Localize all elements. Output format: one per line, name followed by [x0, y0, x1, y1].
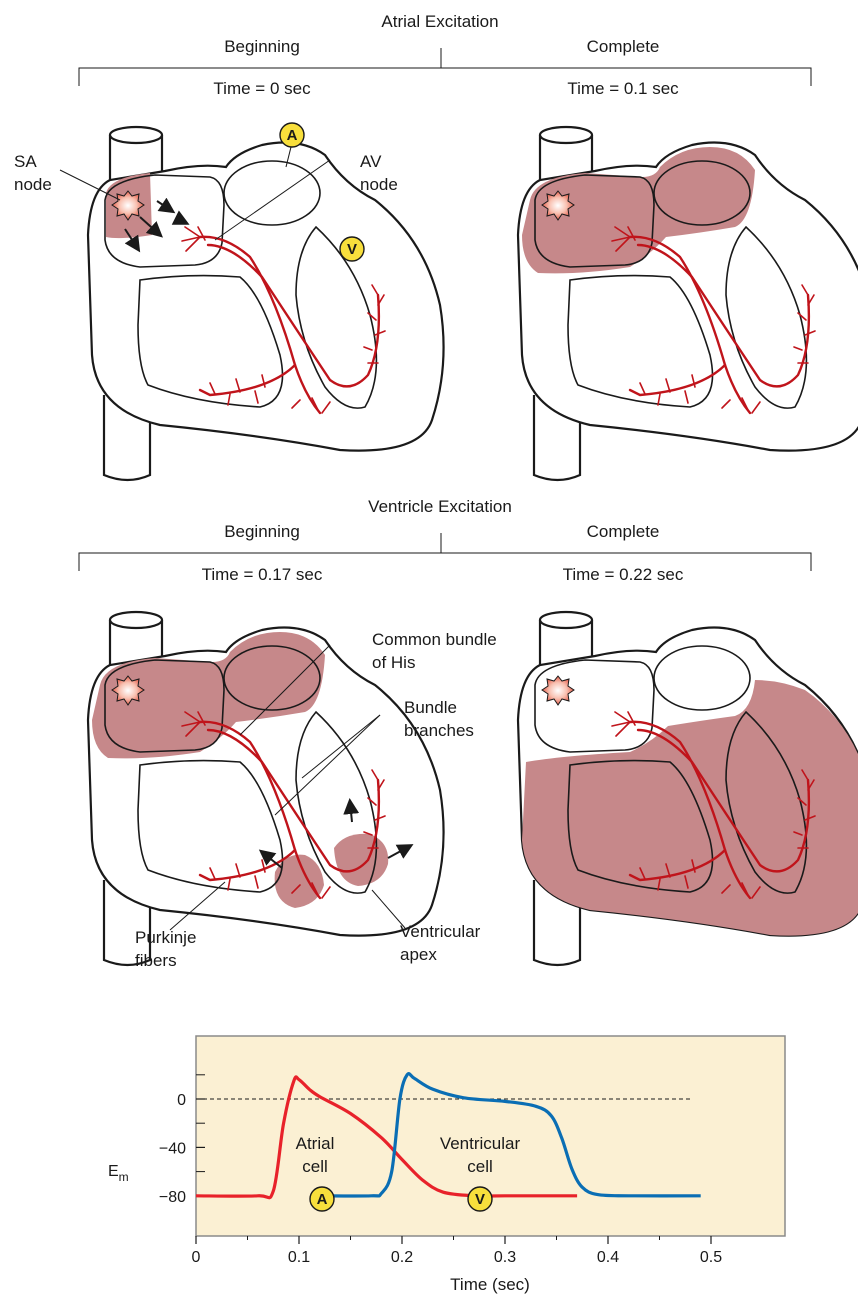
apex-label-line1: Ventricular	[400, 922, 481, 941]
sa-node-icon	[542, 676, 574, 705]
badge-a: A	[280, 123, 304, 147]
atrial-section-title: Atrial Excitation	[381, 12, 498, 31]
atrial-cell-label-line2: cell	[302, 1157, 328, 1176]
ventricle-bracket	[79, 533, 811, 571]
x-tick-label: 0.1	[288, 1249, 310, 1266]
ventricle-left-stage: Beginning	[224, 522, 300, 541]
svg-text:V: V	[475, 1191, 485, 1208]
svg-text:A: A	[287, 127, 298, 144]
x-tick-label: 0.3	[494, 1249, 516, 1266]
y-tick-label: 0	[177, 1092, 186, 1109]
y-axis-label: Em	[108, 1163, 129, 1184]
svg-text:A: A	[317, 1191, 328, 1208]
badge-v: V	[340, 237, 364, 261]
atrial-left-stage: Beginning	[224, 37, 300, 56]
ventricle-right-stage: Complete	[587, 522, 660, 541]
his-label-line1: Common bundle	[372, 630, 497, 649]
heart-ventricle-complete	[518, 612, 858, 965]
membrane-potential-chart: 0 0.1 0.2 0.3 0.4 0.5 0 −40 −80 Atrial cell A Ve…	[108, 1036, 785, 1294]
ventricle-left-time: Time = 0.17 sec	[202, 565, 323, 584]
heart-atrial-complete	[518, 127, 858, 480]
x-tick-label: 0.2	[391, 1249, 413, 1266]
atrial-bracket	[79, 48, 811, 86]
x-tick-label: 0.4	[597, 1249, 619, 1266]
his-label-line2: of His	[372, 653, 415, 672]
sa-node-icon	[112, 191, 144, 220]
sa-node-icon	[542, 191, 574, 220]
y-tick-label: −40	[159, 1140, 186, 1157]
x-tick-label: 0.5	[700, 1249, 722, 1266]
y-axis-label-subscript: m	[119, 1170, 129, 1184]
atrial-cell-label-line1: Atrial	[296, 1134, 335, 1153]
ventricle-right-time: Time = 0.22 sec	[563, 565, 684, 584]
svg-text:V: V	[347, 241, 357, 258]
ventricular-cell-badge: V	[468, 1187, 492, 1211]
atrial-left-time: Time = 0 sec	[213, 79, 311, 98]
ventricular-cell-label-line1: Ventricular	[440, 1134, 521, 1153]
ventricle-section-title: Ventricle Excitation	[368, 497, 512, 516]
purkinje-label-line1: Purkinje	[135, 928, 196, 947]
apex-label-line2: apex	[400, 945, 437, 964]
y-axis-label-main: E	[108, 1163, 119, 1180]
av-node-label-line1: AV	[360, 152, 382, 171]
sa-node-icon	[112, 676, 144, 705]
atrial-right-stage: Complete	[587, 37, 660, 56]
y-tick-label: −80	[159, 1189, 186, 1206]
branches-label-line2: branches	[404, 721, 474, 740]
sa-node-label-line1: SA	[14, 152, 37, 171]
branches-label-line1: Bundle	[404, 698, 457, 717]
x-tick-label: 0	[192, 1249, 201, 1266]
x-axis-label: Time (sec)	[450, 1275, 530, 1294]
purkinje-label-line2: fibers	[135, 951, 177, 970]
av-node-label-line2: node	[360, 175, 398, 194]
ventricular-cell-label-line2: cell	[467, 1157, 493, 1176]
atrial-right-time: Time = 0.1 sec	[567, 79, 679, 98]
atrial-cell-badge: A	[310, 1187, 334, 1211]
sa-node-label-line2: node	[14, 175, 52, 194]
